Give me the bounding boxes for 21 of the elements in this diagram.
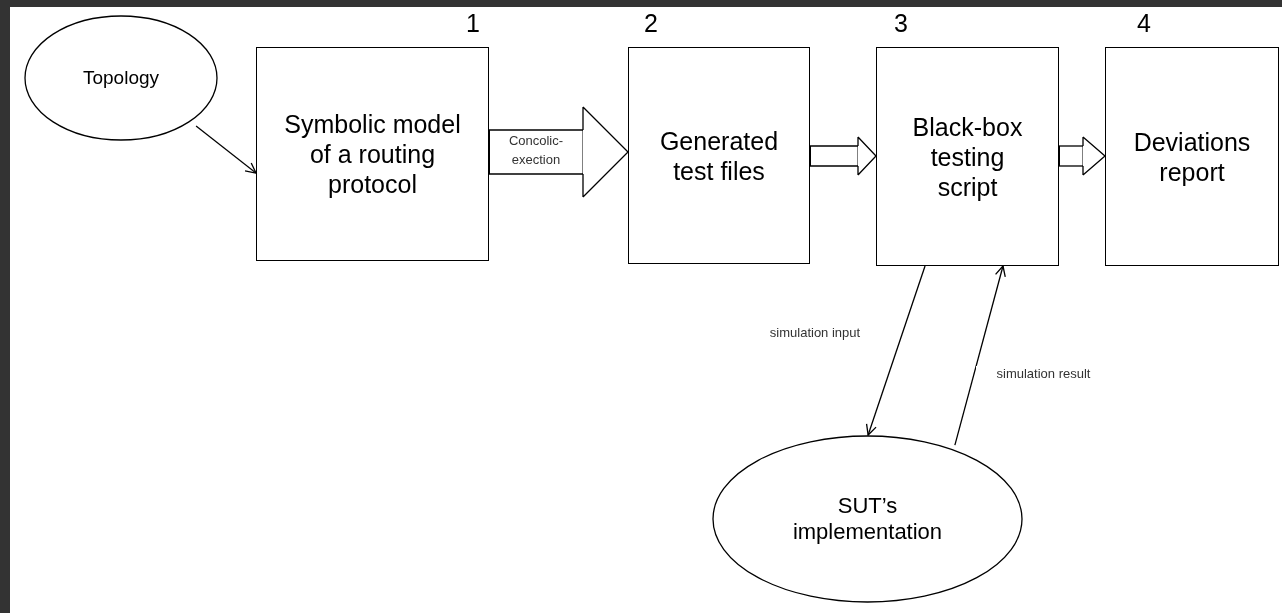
process-box	[1105, 47, 1279, 266]
step-number: 4	[1137, 11, 1151, 36]
block-arrow	[810, 136, 877, 176]
node-label: Symbolic model of a routing protocol	[283, 109, 462, 199]
node-label: Topology	[82, 66, 160, 90]
arrow	[195, 125, 257, 174]
arrow	[954, 265, 1006, 446]
block-arrow	[489, 106, 629, 198]
node-label: Generated test files	[658, 125, 780, 186]
process-box	[628, 47, 810, 264]
step-number: 3	[894, 11, 908, 36]
arrow	[865, 265, 926, 436]
process-box	[876, 47, 1059, 266]
node-label: SUT’s implementation	[791, 492, 944, 546]
step-number: 1	[466, 11, 480, 36]
edge-label: Concolic- exection	[507, 132, 565, 169]
step-number: 2	[644, 11, 658, 36]
node-label: Deviations report	[1132, 126, 1252, 187]
process-box	[256, 47, 489, 261]
block-arrow	[1059, 136, 1106, 176]
node-label: Black-box testing script	[911, 111, 1024, 202]
